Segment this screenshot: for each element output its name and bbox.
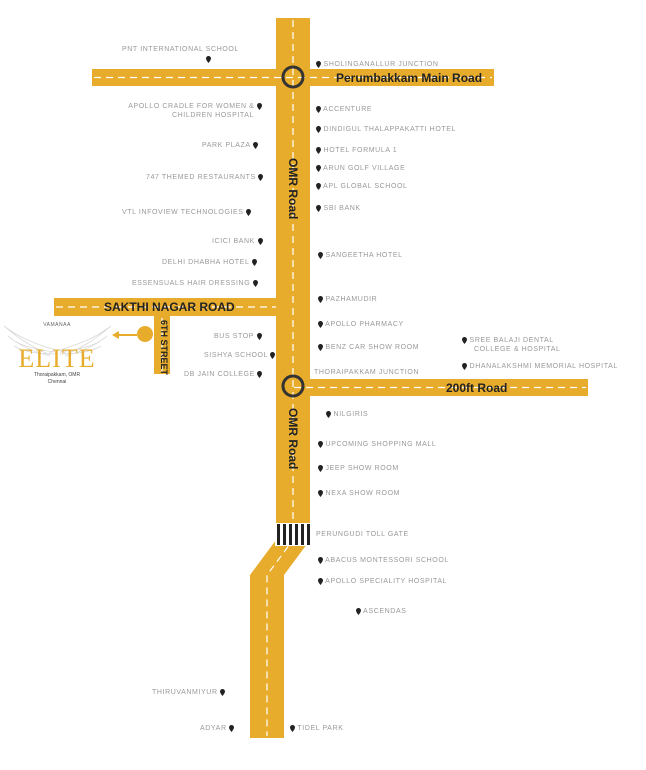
map-pin-icon bbox=[462, 362, 467, 370]
logo-brand: ELITE bbox=[18, 344, 96, 373]
landmark-adyar: ADYAR bbox=[200, 724, 235, 733]
map-pin-icon bbox=[316, 60, 321, 68]
map-pin-icon bbox=[290, 724, 295, 732]
map-pin-icon bbox=[326, 410, 331, 418]
map-pin-icon bbox=[257, 102, 262, 110]
landmark-perungudi-toll: PERUNGUDI TOLL GATE bbox=[316, 531, 409, 538]
landmark-essensuals: ESSENSUALS HAIR DRESSING bbox=[132, 279, 258, 288]
map-pin-icon bbox=[316, 146, 321, 154]
landmark-apollo-pharmacy: APOLLO PHARMACY bbox=[318, 320, 404, 329]
omr-road-label-top: OMR Road bbox=[286, 158, 300, 220]
map-pin-icon bbox=[318, 464, 323, 472]
landmark-bus-stop: BUS STOP bbox=[214, 332, 262, 341]
map-pin-icon bbox=[220, 688, 226, 696]
landmark-sholinganallur: SHOLINGANALLUR JUNCTION bbox=[316, 60, 438, 69]
landmark-sangeetha: SANGEETHA HOTEL bbox=[318, 251, 403, 260]
landmark-accenture: ACCENTURE bbox=[316, 105, 372, 114]
landmark-747-themed: 747 THEMED Restaurants bbox=[146, 173, 264, 182]
omr-road bbox=[250, 18, 310, 738]
landmark-arun-golf: ARUN GOLF VILLAGE bbox=[316, 164, 405, 173]
map-pin-icon bbox=[318, 320, 323, 328]
landmark-sishya-school: SISHYA SCHOOL bbox=[204, 351, 276, 360]
sholinganallur-junction-marker bbox=[281, 65, 305, 89]
landmark-thoraipakkam-junction: THORAIPAKKAM JUNCTION bbox=[314, 369, 420, 376]
toll-gate-icon bbox=[275, 523, 311, 546]
map-pin-icon bbox=[318, 489, 323, 497]
map-pin-icon bbox=[318, 295, 323, 303]
map-pin-icon bbox=[316, 105, 321, 113]
landmark-apollo-speciality: APOLLO SPECIALITY HOSPITAL bbox=[318, 577, 447, 586]
landmark-pnt-school: PNT INTERNATIONAL SCHOOL bbox=[122, 46, 239, 53]
landmark-ascendas: ASCENDAS bbox=[356, 607, 406, 616]
landmark-sbi-bank: SBI BANK bbox=[316, 204, 361, 213]
landmark-park-plaza: PARK PLAZA bbox=[202, 141, 258, 150]
landmark-tidel-park: TIDEL PARK bbox=[290, 724, 344, 733]
logo-tagline-1: Thoraipakkam, OMR bbox=[33, 372, 81, 378]
map-pin-icon bbox=[229, 724, 235, 732]
map-pin-icon bbox=[318, 577, 323, 585]
map-pin-icon bbox=[252, 279, 258, 287]
project-location-icon bbox=[112, 326, 153, 342]
landmark-dhanalakshmi: DHANALAKSHMI MEMORIAL HOSPITAL bbox=[462, 362, 618, 371]
landmark-abacus-school: ABACUS MONTESSORI SCHOOL bbox=[318, 556, 449, 565]
logo-tagline-2: Chennai bbox=[47, 379, 67, 385]
map-pin-icon bbox=[462, 336, 467, 344]
map-pin-icon bbox=[257, 370, 263, 378]
wings-logo-icon bbox=[3, 325, 112, 357]
map-pin-icon bbox=[318, 251, 323, 259]
landmark-benz-showroom: BENZ CAR SHOW ROOM bbox=[318, 343, 419, 352]
landmark-delhi-dhabha: DELHI DHABHA HOTEL bbox=[162, 258, 257, 267]
map-pin-icon bbox=[316, 182, 321, 190]
sixth-street-label: 6TH STREET bbox=[159, 320, 169, 376]
map-pin-icon bbox=[316, 164, 321, 172]
omr-centerline bbox=[266, 20, 294, 736]
map-pin-icon bbox=[318, 556, 323, 564]
landmark-pazhamudir: PAZHAMUDIR bbox=[318, 295, 377, 304]
map-pin-icon bbox=[356, 607, 361, 615]
landmark-nilgiris: NILGIRIS bbox=[326, 410, 368, 419]
landmark-sree-balaji: SREE BALAJI DENTAL COLLEGE & HOSPITAL bbox=[462, 336, 561, 354]
elite-logo: VAMANAA ELITE Thoraipakkam, OMR Chennai bbox=[2, 322, 112, 386]
omr-road-label-bottom: OMR Road bbox=[286, 408, 300, 470]
map-pin-icon bbox=[318, 440, 323, 448]
map-pin-icon bbox=[257, 237, 263, 245]
landmark-db-jain: DB JAIN COLLEGE bbox=[184, 370, 263, 379]
map-pin-icon bbox=[318, 343, 323, 351]
landmark-nexa-showroom: NEXA SHOW ROOM bbox=[318, 489, 400, 498]
200ft-road-label: 200ft Road bbox=[446, 381, 508, 395]
sakthi-road-label: SAKTHI NAGAR ROAD bbox=[104, 300, 235, 314]
landmark-apl-school: APL GLOBAL SCHOOL bbox=[316, 182, 408, 191]
map-pin-icon bbox=[246, 208, 252, 216]
landmark-jeep-showroom: JEEP SHOW ROOM bbox=[318, 464, 399, 473]
map-pin-icon bbox=[252, 141, 258, 149]
landmark-apollo-cradle: APOLLO CRADLE FOR WOMEN & CHILDREN HOSPI… bbox=[112, 102, 262, 120]
map-pin-icon bbox=[316, 204, 321, 212]
map-pin-icon bbox=[251, 258, 257, 266]
map-pin-icon bbox=[256, 332, 262, 340]
map-pin-icon bbox=[316, 125, 321, 133]
thoraipakkam-junction-marker bbox=[281, 374, 305, 398]
landmark-upcoming-mall: UPCOMING SHOPPING MALL bbox=[318, 440, 436, 449]
logo-project-name: VAMANAA bbox=[43, 322, 71, 328]
map-pin-icon bbox=[270, 351, 276, 359]
landmark-vtl-infoview: VTL INFOVIEW TECHNOLOGIES bbox=[122, 208, 252, 217]
map-pin-icon bbox=[206, 55, 211, 63]
landmark-thiruvanmiyur: THIRUVANMIYUR bbox=[152, 688, 226, 697]
landmark-dindigul: DINDIGUL THALAPPAKATTI HOTEL bbox=[316, 125, 456, 134]
landmark-hotel-formula: HOTEL FORMULA 1 bbox=[316, 146, 397, 155]
perumbakkam-road-label: Perumbakkam Main Road bbox=[336, 71, 483, 85]
map-pin-icon bbox=[258, 173, 264, 181]
landmark-icici-bank: ICICI BANK bbox=[212, 237, 263, 246]
landmark-pnt-school-pin bbox=[206, 55, 211, 64]
